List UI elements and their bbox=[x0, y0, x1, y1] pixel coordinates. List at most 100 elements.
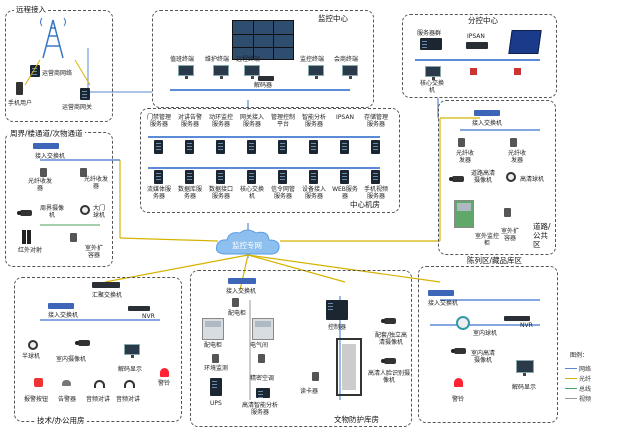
server-icon bbox=[247, 140, 256, 154]
zone-monitor-center-label: 监控中心 bbox=[318, 14, 348, 23]
server-group-icon bbox=[420, 38, 442, 50]
machine-room-label: 管理控制平台 bbox=[270, 114, 295, 128]
zone-exhibit-label: 陈列区/藏品库区 bbox=[465, 256, 525, 265]
server-icon bbox=[185, 170, 194, 184]
machine-room-label: 对讲告警服务器 bbox=[177, 114, 202, 128]
remote-gateway2-label: 运营商网关 bbox=[62, 104, 93, 111]
workstation-icon bbox=[342, 65, 358, 79]
tech-switch-label: 接入交换机 bbox=[48, 312, 79, 319]
zone-sub-center-label: 分控中心 bbox=[468, 16, 498, 25]
exhibit-switch-label: 接入交换机 bbox=[428, 300, 459, 307]
tech-nvr-label: NVR bbox=[142, 313, 155, 320]
perimeter-transceiver1-label: 光纤收发器 bbox=[28, 178, 53, 192]
perimeter-switch-label: 接入交换机 bbox=[35, 153, 66, 160]
zone-road-label: 道路/公共区 bbox=[533, 222, 551, 249]
legend-title: 图例： bbox=[570, 352, 589, 359]
zone-sub-center bbox=[402, 14, 557, 98]
outdoor-cabinet-icon bbox=[454, 200, 474, 228]
tech-switch-icon bbox=[48, 303, 74, 309]
transceiver-icon bbox=[458, 138, 465, 147]
zone-exhibit bbox=[418, 266, 558, 423]
dome-camera-icon bbox=[80, 205, 90, 215]
tech-monitor-label: 解码显示 bbox=[118, 366, 143, 373]
cultural-env-label: 环境监测 bbox=[204, 365, 229, 372]
tech-agg-switch-label: 汇聚交换机 bbox=[92, 292, 123, 299]
distribution-icon bbox=[232, 298, 239, 307]
card-reader-icon bbox=[312, 372, 319, 381]
zone-tech-office-label: 技术/办公用房 bbox=[35, 416, 87, 425]
exhibit-nvr-label: NVR bbox=[520, 322, 533, 329]
server-icon bbox=[340, 140, 349, 154]
exhibit-dome-label: 室内球机 bbox=[472, 330, 497, 337]
sub-ipsan-label: IPSAN bbox=[467, 33, 485, 40]
storage-array-icon bbox=[508, 30, 542, 54]
cultural-cam2-label: 高清人脸识别摄像机 bbox=[368, 370, 411, 384]
tech-hp2-label: 音频对讲 bbox=[116, 396, 141, 403]
ir-beam-icon bbox=[22, 230, 31, 244]
legend-item-label: 网络 bbox=[579, 366, 592, 373]
monitor-ws-label-0: 值班终端 bbox=[170, 56, 195, 63]
server-icon bbox=[154, 140, 163, 154]
operator-gateway-icon bbox=[80, 88, 90, 100]
cloud-label: 监控专网 bbox=[232, 241, 262, 250]
machine-room-label: IPSAN bbox=[336, 114, 354, 121]
camera-icon bbox=[381, 358, 396, 364]
cultural-switch-icon bbox=[228, 278, 256, 284]
remote-phone-label: 手机用户 bbox=[8, 100, 33, 107]
cultural-switch-label: 接入交换机 bbox=[226, 288, 257, 295]
cloud-icon bbox=[215, 229, 280, 255]
tech-siren-label: 警铃 bbox=[158, 380, 171, 387]
cultural-reader-label: 读卡器 bbox=[300, 388, 319, 395]
machine-room-label: 数据库服务器 bbox=[177, 186, 202, 200]
exhibit-cam-label: 室内高清摄像机 bbox=[470, 350, 495, 364]
monitor-ws-label-1: 维护终端 bbox=[205, 56, 230, 63]
ups-icon bbox=[210, 378, 222, 396]
legend-swatch bbox=[565, 378, 577, 379]
ipsan-icon bbox=[466, 42, 488, 49]
small-server-icon bbox=[514, 68, 521, 75]
road-switch-label: 接入交换机 bbox=[472, 120, 503, 127]
road-cabinet-label: 室外监控柜 bbox=[475, 233, 500, 247]
tower-icon bbox=[40, 18, 66, 59]
dome-camera-icon bbox=[506, 172, 516, 182]
legend-swatch bbox=[565, 388, 577, 389]
camera-icon bbox=[449, 176, 464, 182]
dome-camera-icon bbox=[456, 316, 470, 330]
machine-room-label: 设备接入服务器 bbox=[301, 186, 326, 200]
decoder-icon bbox=[258, 76, 274, 81]
machine-room-label: 手机视频服务器 bbox=[363, 186, 388, 200]
monitor-icon bbox=[516, 360, 534, 376]
camera-icon bbox=[17, 210, 32, 216]
expander-icon bbox=[70, 233, 77, 242]
env-sensor-icon bbox=[212, 354, 219, 363]
server-icon bbox=[371, 140, 380, 154]
exhibit-nvr-icon bbox=[504, 316, 530, 321]
cultural-cabinet1-label: 配电柜 bbox=[204, 342, 223, 349]
cultural-controller-label: 控制器 bbox=[328, 324, 347, 331]
zone-monitor-center bbox=[152, 10, 374, 108]
legend-item-label: 总线 bbox=[579, 386, 592, 393]
cultural-server-label: 高清智能分析服务器 bbox=[241, 402, 278, 416]
server-icon bbox=[278, 170, 287, 184]
camera-icon bbox=[381, 318, 396, 324]
cabinet-icon bbox=[252, 318, 274, 340]
door-icon bbox=[336, 338, 362, 396]
tech-cam-label: 室内摄像机 bbox=[56, 356, 87, 363]
exhibit-monitor-label: 解码显示 bbox=[512, 384, 537, 391]
camera-icon bbox=[451, 348, 466, 354]
tech-dome-label: 半球机 bbox=[22, 353, 41, 360]
dome-camera-icon bbox=[28, 340, 38, 350]
server-icon bbox=[216, 140, 225, 154]
road-transceiver1-label: 光纤收发器 bbox=[455, 150, 474, 164]
machine-room-label: 动环监控服务器 bbox=[208, 114, 233, 128]
machine-room-label: 网关接入服务器 bbox=[239, 114, 264, 128]
small-server-icon bbox=[470, 68, 477, 75]
zone-remote bbox=[5, 10, 113, 122]
speaker-icon bbox=[62, 380, 71, 386]
perimeter-expander-label: 室外扩容器 bbox=[84, 245, 103, 259]
monitor-ws-label-4: 会商终端 bbox=[334, 56, 359, 63]
camera-icon bbox=[75, 340, 90, 346]
perimeter-switch-icon bbox=[33, 143, 59, 149]
road-expander-label: 室外扩容器 bbox=[500, 228, 519, 242]
alarm-button-icon bbox=[34, 378, 43, 387]
